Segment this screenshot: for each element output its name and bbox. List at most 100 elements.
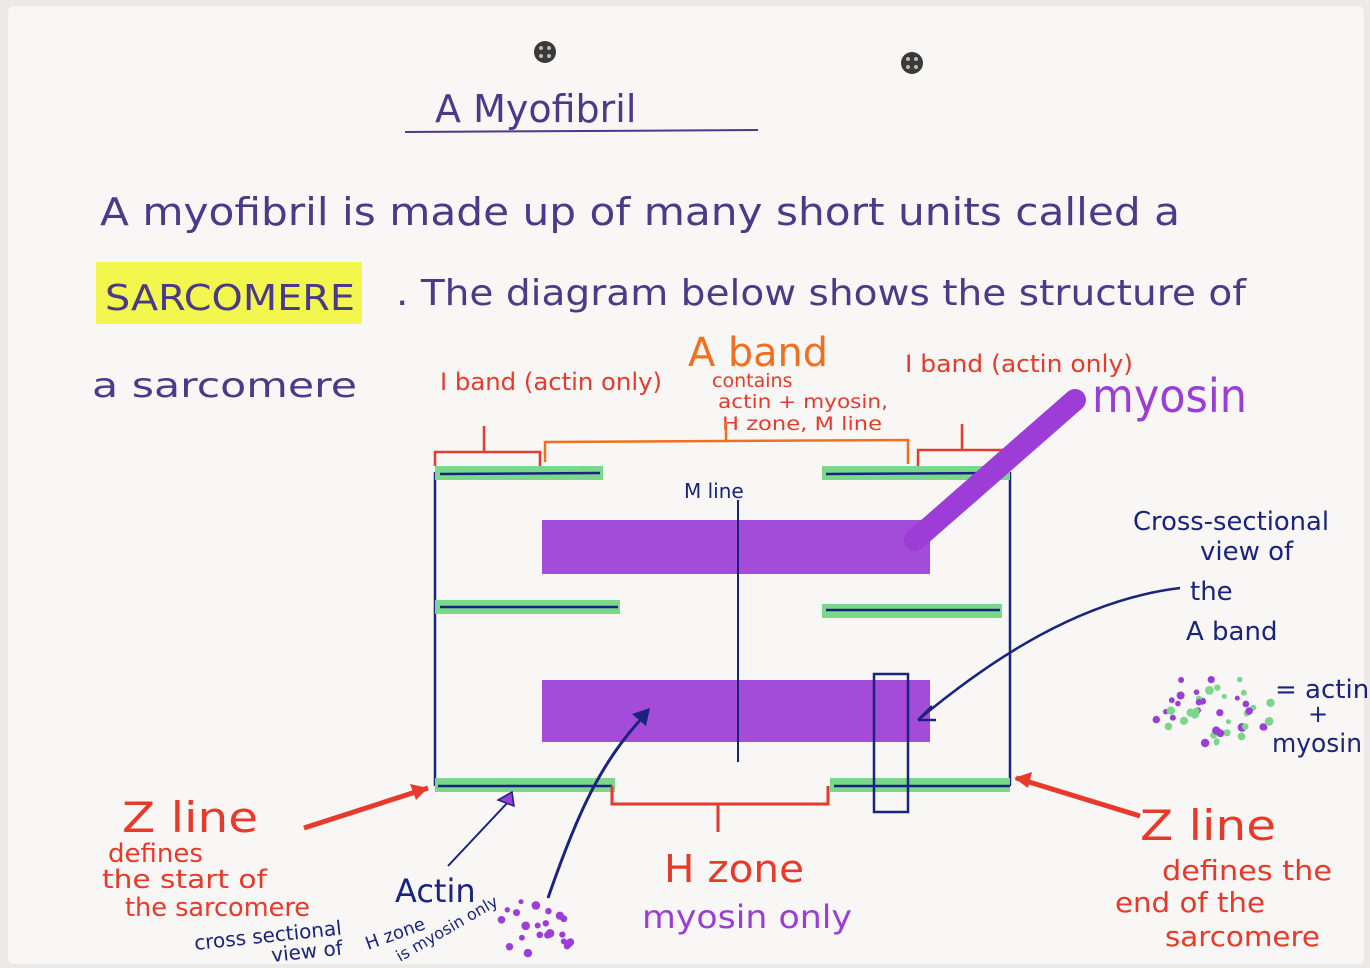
cross-section-dot [563, 942, 571, 950]
cross-section-dot [1195, 698, 1203, 706]
cross-section-dot [1186, 708, 1195, 717]
cross-section-dot [534, 922, 541, 929]
cross-section-dot [519, 934, 525, 941]
z-left-note-3: the sarcomere [125, 893, 310, 923]
h-zone-bracket [610, 786, 830, 806]
cross-section-dot [559, 931, 566, 938]
cross-section-dot [1152, 715, 1161, 724]
legend-actin-label: = actin [1275, 675, 1369, 705]
cross-section-dot [1169, 714, 1176, 721]
cross-section-dot [536, 931, 544, 939]
cross-section-dot [545, 929, 555, 938]
cross-section-dot [1236, 676, 1243, 683]
cross-section-dot [1223, 729, 1231, 737]
cross-section-box [872, 672, 910, 814]
z-line-left-arrow [303, 785, 429, 831]
cross-section-dot [1164, 722, 1173, 731]
a-band-note-1: contains [712, 370, 792, 392]
cross-section-dot [1166, 706, 1176, 715]
cross-section-dots-h-zone [497, 899, 575, 958]
cross-section-dot [1242, 700, 1250, 708]
sarcomere-highlight [96, 262, 362, 324]
cross-section-dots-a-band [1152, 676, 1275, 748]
cross-section-dot [1207, 676, 1215, 684]
cross-section-arrow [917, 586, 1181, 721]
cross-section-dot [521, 921, 530, 931]
z-line-right-label: Z line [1140, 801, 1276, 850]
cross-section-dot [518, 899, 524, 905]
cross-section-dot [1175, 700, 1181, 707]
intro-highlight-word: SARCOMERE [105, 278, 355, 319]
intro-line-3: a sarcomere [92, 366, 357, 406]
cross-section-dot [1200, 738, 1210, 748]
cross-section-dot [504, 907, 510, 913]
cross-section-dot [1176, 691, 1185, 700]
cross-section-label-2: view of [1200, 537, 1294, 567]
sarcomere-frame [433, 472, 1012, 786]
cross-section-dot [1264, 717, 1274, 726]
cross-section-dot [1178, 677, 1185, 683]
cross-section-dot [1214, 684, 1221, 691]
h-zone-cross-arrow [546, 710, 650, 899]
z-right-note-1: defines the [1162, 854, 1332, 887]
binder-hole-icon [901, 52, 923, 74]
cross-section-label-1: Cross-sectional [1133, 507, 1329, 537]
myosin-pointer-arrow [904, 389, 1086, 551]
cross-section-dot [1205, 686, 1214, 695]
cross-section-dot [1179, 716, 1189, 725]
legend-myosin-label: myosin [1272, 729, 1362, 759]
page-title: A Myofibril [435, 87, 636, 131]
myosin-filaments [542, 520, 930, 742]
cross-section-dot [1261, 724, 1268, 731]
cross-section-dot [1245, 707, 1253, 715]
cross-section-dot [505, 943, 514, 951]
i-band-right-label: I band (actin only) [905, 350, 1133, 378]
cross-section-dot [1234, 695, 1240, 701]
intro-line-1: A myofibril is made up of many short uni… [100, 190, 1180, 234]
binder-hole-icon [534, 41, 556, 63]
a-band-label: A band [688, 330, 828, 376]
cross-section-dot [1241, 723, 1249, 730]
cross-section-dot [523, 948, 533, 958]
z-right-note-2: end of the [1115, 886, 1265, 919]
cross-section-dot [560, 915, 568, 923]
cross-section-dot [1213, 739, 1220, 746]
a-band-note-2: actin + myosin, [718, 391, 888, 413]
actin-arrow [447, 799, 511, 867]
z-line-right-arrow [1015, 775, 1141, 819]
cross-section-dot [542, 920, 549, 927]
myosin-label: myosin [1092, 369, 1247, 423]
h-zone-label: H zone [664, 847, 804, 891]
cross-section-dot [1216, 709, 1224, 717]
z-left-note-2: the start of [102, 865, 268, 895]
cross-section-dot [1266, 698, 1275, 707]
intro-line-2: . The diagram below shows the structure … [396, 273, 1247, 314]
z-right-note-3: sarcomere [1165, 920, 1320, 953]
title-underline [404, 129, 759, 133]
z-line-left-label: Z line [122, 793, 258, 842]
cross-section-dot [1240, 689, 1247, 696]
cross-section-dot [1168, 697, 1175, 704]
cross-section-dot [1193, 707, 1200, 714]
cross-section-dot [1212, 726, 1221, 735]
cross-section-dot [545, 907, 552, 915]
cross-section-dot [513, 909, 520, 917]
cross-section-dot [560, 938, 567, 945]
cross-section-dot [1225, 719, 1231, 725]
h-zone-note: myosin only [642, 898, 852, 936]
cross-section-dot [1193, 689, 1200, 695]
cross-section-dot [531, 901, 541, 910]
m-line-label: M line [684, 479, 744, 503]
cross-section-dot [497, 916, 506, 924]
i-band-left-label: I band (actin only) [440, 368, 662, 396]
cross-section-dot [1221, 693, 1227, 700]
cross-section-label-4: A band [1186, 617, 1277, 647]
legend-plus: + [1308, 700, 1328, 728]
paper-sheet [8, 6, 1364, 964]
a-band-note-3: H zone, M line [722, 413, 882, 435]
cross-section-dot [1237, 732, 1246, 741]
i-band-left-bracket [433, 450, 542, 466]
z-left-note-1: defines [108, 839, 203, 869]
